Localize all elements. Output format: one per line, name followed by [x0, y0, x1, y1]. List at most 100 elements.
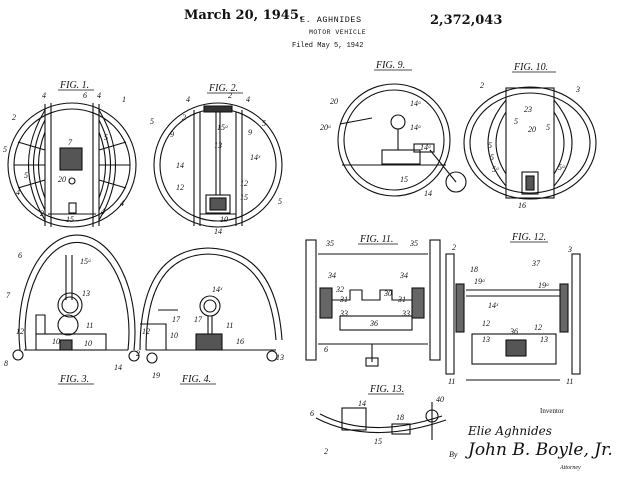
- inventor-header: E. AGHNIDES: [300, 15, 362, 25]
- svg-text:5: 5: [278, 197, 282, 206]
- svg-text:5: 5: [514, 117, 518, 126]
- inventor-signature: Elie Aghnides: [468, 424, 552, 438]
- svg-text:2: 2: [40, 209, 44, 218]
- fig-1-label: FIG. 1.: [59, 80, 89, 91]
- figure-3-drawing: [12, 234, 140, 362]
- svg-text:13: 13: [276, 353, 284, 362]
- fig-4-label: FIG. 4.: [181, 374, 211, 385]
- figure-1-drawing: [7, 102, 137, 228]
- svg-text:30: 30: [383, 289, 392, 298]
- svg-text:11: 11: [566, 377, 573, 386]
- svg-text:12: 12: [482, 319, 490, 328]
- svg-text:9: 9: [170, 130, 174, 139]
- figure-11-drawing: [305, 239, 441, 367]
- svg-text:11: 11: [226, 321, 233, 330]
- svg-text:2: 2: [12, 113, 16, 122]
- svg-text:2: 2: [480, 81, 484, 90]
- svg-text:20ᵃ: 20ᵃ: [320, 123, 331, 132]
- svg-text:11: 11: [86, 321, 93, 330]
- svg-text:16: 16: [236, 337, 244, 346]
- fig-3-label: FIG. 3.: [59, 374, 89, 385]
- svg-text:13: 13: [540, 335, 548, 344]
- svg-text:9: 9: [248, 128, 252, 137]
- svg-text:19ᵃ: 19ᵃ: [474, 277, 485, 286]
- svg-text:5: 5: [104, 133, 108, 142]
- svg-text:10: 10: [220, 215, 228, 224]
- svg-text:4: 4: [101, 207, 105, 216]
- fig-12-label: FIG. 12.: [511, 232, 546, 243]
- patent-number: 2,372,043: [430, 13, 503, 28]
- figure-2-drawing: [153, 102, 283, 228]
- svg-text:5: 5: [150, 117, 154, 126]
- by-label: By: [449, 450, 458, 459]
- svg-text:15ᵃ: 15ᵃ: [80, 257, 91, 266]
- fig-10-label: FIG. 10.: [513, 62, 548, 73]
- svg-text:2: 2: [228, 91, 232, 100]
- svg-text:4: 4: [16, 188, 20, 197]
- svg-text:5: 5: [262, 119, 266, 128]
- svg-text:14ˣ: 14ˣ: [488, 301, 499, 310]
- svg-text:14ˣ: 14ˣ: [212, 285, 223, 294]
- svg-text:31: 31: [397, 295, 406, 304]
- svg-text:40: 40: [436, 395, 444, 404]
- svg-text:18: 18: [470, 265, 478, 274]
- svg-text:36: 36: [369, 319, 378, 328]
- svg-text:37: 37: [531, 259, 541, 268]
- svg-text:16: 16: [518, 201, 526, 210]
- svg-text:2: 2: [136, 349, 140, 358]
- svg-text:6: 6: [324, 345, 328, 354]
- svg-text:10: 10: [52, 337, 60, 346]
- svg-text:5: 5: [3, 145, 7, 154]
- svg-text:6: 6: [83, 91, 87, 100]
- svg-text:18: 18: [396, 413, 404, 422]
- fig-13-label: FIG. 13.: [369, 384, 404, 395]
- svg-text:17: 17: [194, 315, 203, 324]
- svg-text:14: 14: [214, 227, 222, 236]
- attorney-signature: John B. Boyle, Jr.: [468, 440, 613, 460]
- fig-2-label: FIG. 2.: [208, 83, 238, 94]
- svg-text:12: 12: [16, 327, 24, 336]
- svg-text:5: 5: [546, 123, 550, 132]
- svg-text:14: 14: [424, 189, 432, 198]
- svg-text:14ᵃ: 14ᵃ: [420, 143, 431, 152]
- fig-11-label: FIG. 11.: [359, 234, 393, 245]
- svg-text:7: 7: [68, 138, 73, 147]
- svg-text:20: 20: [528, 125, 536, 134]
- svg-text:11: 11: [448, 377, 455, 386]
- svg-text:13: 13: [82, 289, 90, 298]
- svg-text:4: 4: [97, 91, 101, 100]
- svg-text:35: 35: [325, 239, 334, 248]
- svg-text:5: 5: [488, 141, 492, 150]
- svg-text:8: 8: [4, 359, 8, 368]
- figure-12-drawing: [445, 253, 581, 381]
- figure-13-drawing: [315, 402, 447, 440]
- svg-text:4: 4: [246, 95, 250, 104]
- svg-text:14ᵃ: 14ᵃ: [410, 99, 421, 108]
- svg-text:4: 4: [186, 95, 190, 104]
- svg-text:33: 33: [339, 309, 348, 318]
- svg-text:35: 35: [409, 239, 418, 248]
- svg-text:14: 14: [114, 363, 122, 372]
- svg-text:12: 12: [534, 323, 542, 332]
- svg-text:6: 6: [18, 251, 22, 260]
- fig-9-label: FIG. 9.: [375, 60, 405, 71]
- svg-text:4: 4: [42, 91, 46, 100]
- svg-text:34: 34: [399, 271, 408, 280]
- svg-text:5ᵃ: 5ᵃ: [558, 163, 565, 172]
- svg-text:15: 15: [374, 437, 382, 446]
- svg-text:3: 3: [567, 245, 572, 254]
- svg-text:2: 2: [452, 243, 456, 252]
- svg-text:15: 15: [400, 175, 408, 184]
- svg-text:23: 23: [524, 105, 532, 114]
- svg-text:2: 2: [182, 113, 186, 122]
- svg-text:15: 15: [66, 215, 74, 224]
- svg-text:31: 31: [339, 295, 348, 304]
- svg-text:15: 15: [240, 193, 248, 202]
- svg-text:4: 4: [120, 199, 124, 208]
- svg-text:10: 10: [170, 331, 178, 340]
- svg-text:12: 12: [240, 179, 248, 188]
- svg-text:14: 14: [358, 399, 366, 408]
- svg-text:2: 2: [324, 447, 328, 456]
- svg-text:33: 33: [401, 309, 410, 318]
